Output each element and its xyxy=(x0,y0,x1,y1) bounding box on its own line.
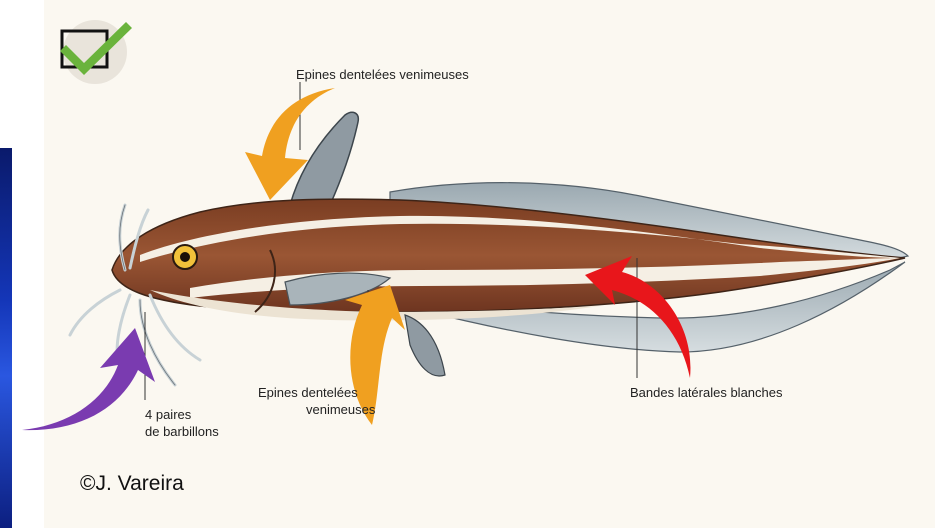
label-pectoral-spines-line1: Epines dentelées xyxy=(258,384,358,401)
pelvic-fin xyxy=(405,315,445,376)
fish-pupil xyxy=(180,252,190,262)
copyright-credit: ©J. Vareira xyxy=(80,472,184,496)
arrow-barbels xyxy=(22,328,155,430)
label-lateral-bands: Bandes latérales blanches xyxy=(630,384,783,401)
label-barbels-line2: de barbillons xyxy=(145,423,219,440)
label-pectoral-spines-line2: venimeuses xyxy=(306,401,375,418)
label-barbels-line1: 4 paires xyxy=(145,406,191,423)
fish-body xyxy=(112,199,905,312)
label-dorsal-spines: Epines dentelées venimeuses xyxy=(296,66,469,83)
